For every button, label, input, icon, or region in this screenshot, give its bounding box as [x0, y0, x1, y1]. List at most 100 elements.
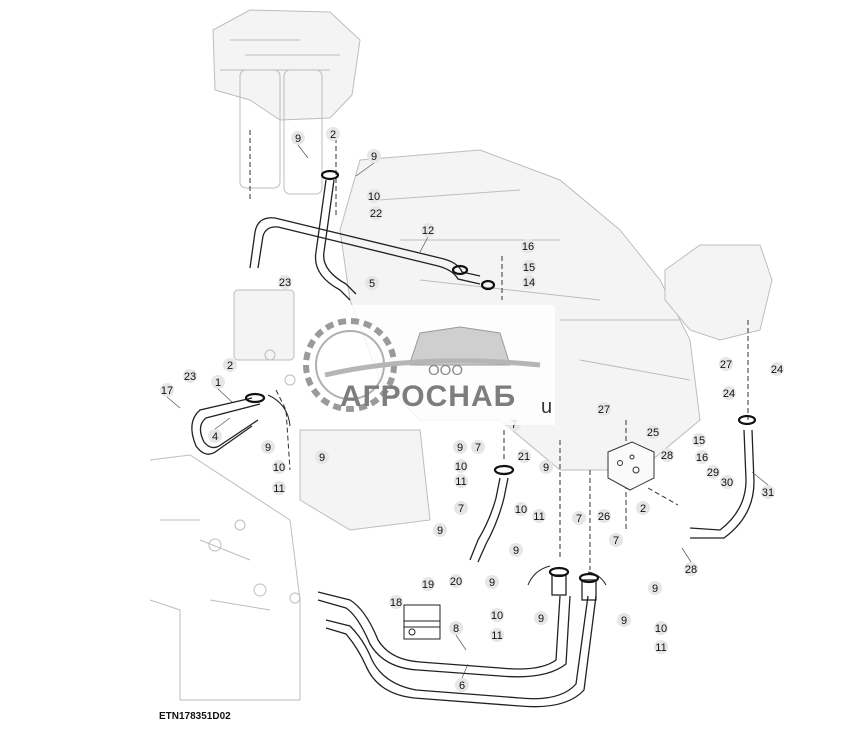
svg-text:9: 9	[457, 442, 463, 454]
svg-text:7: 7	[613, 535, 619, 547]
callout-2b: 2	[223, 358, 237, 372]
callout-2c: 2	[636, 501, 650, 515]
pipe-8	[317, 591, 571, 678]
callout-11b: 11	[454, 474, 468, 488]
callout-15b: 15	[692, 433, 706, 447]
callout-26: 26	[597, 509, 611, 523]
svg-text:7: 7	[475, 442, 481, 454]
svg-text:27: 27	[598, 404, 610, 416]
svg-text:24: 24	[771, 364, 783, 376]
svg-text:6: 6	[459, 680, 465, 692]
callout-9f: 9	[539, 460, 553, 474]
motion-arrows	[267, 394, 607, 586]
watermark-prefix: ООО	[428, 362, 464, 379]
callout-11a: 11	[272, 481, 286, 495]
svg-text:11: 11	[273, 483, 284, 495]
svg-text:23: 23	[279, 277, 291, 289]
svg-text:23: 23	[184, 371, 196, 383]
callout-9j: 9	[534, 611, 548, 625]
svg-text:18: 18	[390, 597, 402, 609]
callout-22: 22	[369, 206, 383, 220]
svg-text:10: 10	[368, 191, 380, 203]
svg-text:5: 5	[369, 278, 375, 290]
callout-27b: 27	[597, 402, 611, 416]
svg-text:21: 21	[518, 451, 530, 463]
svg-text:30: 30	[721, 477, 733, 489]
callout-10f: 10	[654, 621, 668, 635]
background-right-pump-assembly	[664, 244, 773, 341]
svg-text:9: 9	[371, 151, 377, 163]
fittings	[244, 169, 757, 584]
callout-10c: 10	[454, 459, 468, 473]
svg-text:9: 9	[319, 452, 325, 464]
callout-6: 6	[455, 678, 469, 692]
svg-text:24: 24	[723, 388, 735, 400]
callout-7a: 7	[471, 440, 485, 454]
svg-text:25: 25	[647, 427, 659, 439]
svg-text:28: 28	[685, 564, 697, 576]
callout-31: 31	[761, 485, 775, 499]
svg-text:7: 7	[511, 419, 517, 431]
callout-14: 14	[522, 275, 536, 289]
callout-7d: 7	[609, 533, 623, 547]
pipe-31	[689, 429, 755, 539]
callout-12: 12	[421, 223, 435, 237]
callout-20: 20	[449, 574, 463, 588]
svg-text:15: 15	[693, 435, 705, 447]
svg-text:9: 9	[621, 615, 627, 627]
svg-text:27: 27	[720, 359, 732, 371]
svg-text:9: 9	[265, 442, 271, 454]
callout-18: 18	[389, 595, 403, 609]
callout-9c: 9	[261, 440, 275, 454]
svg-text:9: 9	[652, 583, 658, 595]
svg-text:10: 10	[491, 610, 503, 622]
callout-7b: 7	[454, 501, 468, 515]
callout-29: 29	[706, 465, 720, 479]
callout-9h: 9	[509, 543, 523, 557]
svg-text:22: 22	[370, 208, 382, 220]
watermark-brand: АГРОСНАБ	[340, 380, 517, 413]
callout-30: 30	[720, 475, 734, 489]
svg-text:4: 4	[212, 431, 218, 443]
callout-9l: 9	[617, 613, 631, 627]
callout-23a: 23	[278, 275, 292, 289]
callout-9g: 9	[433, 523, 447, 537]
callout-23b: 23	[183, 369, 197, 383]
callout-16b: 16	[695, 450, 709, 464]
callout-24b: 24	[722, 386, 736, 400]
background-valve-block-top	[212, 9, 361, 195]
svg-text:10: 10	[515, 504, 527, 516]
background-left-valve	[233, 289, 296, 386]
svg-text:9: 9	[489, 577, 495, 589]
callout-9k: 9	[648, 581, 662, 595]
svg-text:1: 1	[215, 377, 221, 389]
watermark-gear-logo	[303, 318, 541, 412]
svg-text:10: 10	[273, 462, 285, 474]
manifold-block-25	[607, 441, 655, 491]
callout-28a: 28	[660, 448, 674, 462]
callout-9b: 9	[367, 149, 381, 163]
callout-11d: 11	[490, 628, 504, 642]
svg-text:9: 9	[543, 462, 549, 474]
callout-21: 21	[517, 449, 531, 463]
svg-text:11: 11	[533, 511, 544, 523]
callout-11c: 11	[532, 509, 546, 523]
pipe-7-right-vertical	[551, 574, 597, 601]
pipe-5	[314, 179, 357, 301]
background-center-lower-housing	[299, 429, 431, 531]
callout-9a: 9	[291, 131, 305, 145]
svg-text:29: 29	[707, 467, 719, 479]
callout-10b: 10	[272, 460, 286, 474]
svg-text:28: 28	[661, 450, 673, 462]
callout-27a: 27	[719, 357, 733, 371]
watermark-panel	[300, 305, 555, 425]
callout-16a: 16	[521, 239, 535, 253]
svg-text:9: 9	[437, 525, 443, 537]
svg-text:9: 9	[513, 545, 519, 557]
callout-9d: 9	[315, 450, 329, 464]
svg-text:7: 7	[458, 503, 464, 515]
svg-text:9: 9	[295, 133, 301, 145]
clamp-18-19	[403, 604, 441, 640]
svg-text:8: 8	[453, 623, 459, 635]
svg-text:16: 16	[696, 452, 708, 464]
